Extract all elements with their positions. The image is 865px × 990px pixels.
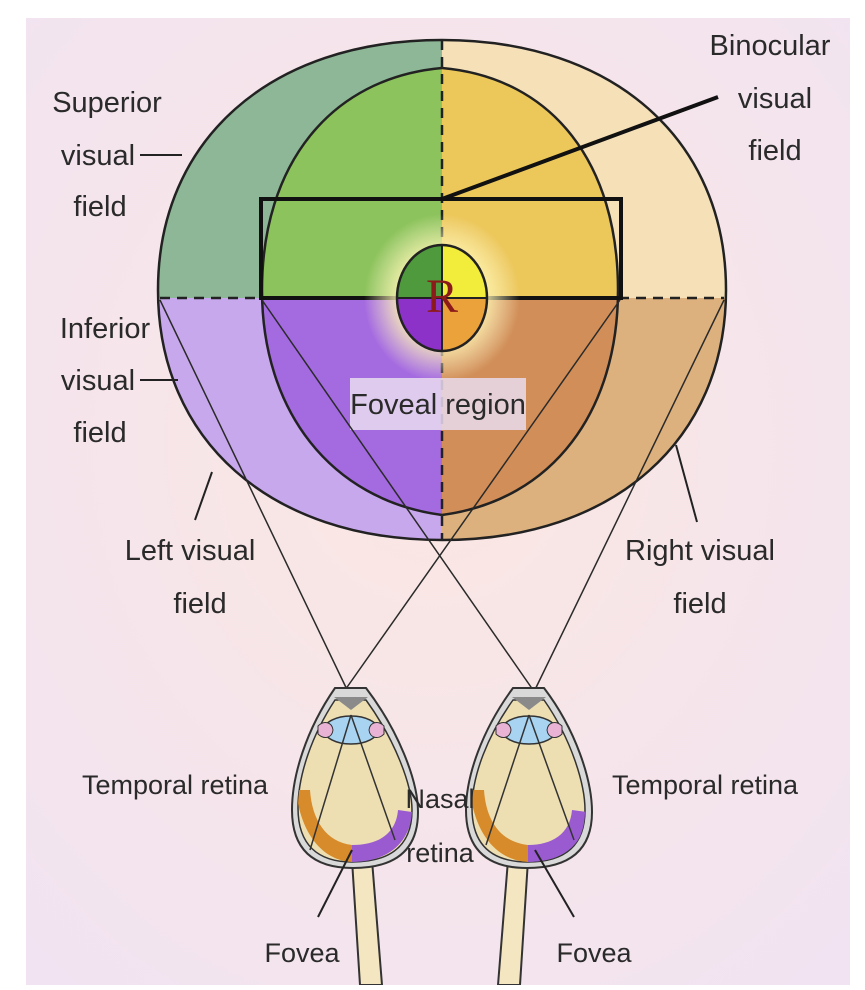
superior-label-line2: visual [61, 140, 135, 172]
binocular-label-line1: Binocular [710, 30, 831, 62]
superior-label-line3: field [73, 191, 126, 223]
left-field-label-line1: Left visual [125, 535, 256, 567]
top-margin [0, 0, 865, 18]
temporal-retina-left-label: Temporal retina [82, 770, 269, 800]
left-eye-iris-left [318, 723, 333, 738]
superior-label-line1: Superior [52, 87, 162, 119]
inferior-label-line1: Inferior [60, 313, 151, 345]
inferior-label-line3: field [73, 417, 126, 449]
foveal-region-label: Foveal region [350, 389, 526, 421]
binocular-label-line2: visual [738, 83, 812, 115]
nasal-retina-label-line2: retina [406, 838, 475, 868]
fixation-letter: R [426, 270, 458, 323]
right-eye-iris-right [547, 723, 562, 738]
fovea-left-label: Fovea [264, 938, 340, 968]
right-field-label-line2: field [673, 588, 726, 620]
right-margin [850, 0, 865, 985]
nasal-retina-label-line1: Nasal [405, 784, 474, 814]
right-eye-iris-left [496, 723, 511, 738]
temporal-retina-right-label: Temporal retina [612, 770, 799, 800]
fovea-right-label: Fovea [556, 938, 632, 968]
binocular-label-line3: field [748, 135, 801, 167]
right-field-label-line1: Right visual [625, 535, 775, 567]
left-margin [0, 0, 26, 985]
left-eye-iris-right [369, 723, 384, 738]
left-field-label-line2: field [173, 588, 226, 620]
inferior-label-line2: visual [61, 365, 135, 397]
